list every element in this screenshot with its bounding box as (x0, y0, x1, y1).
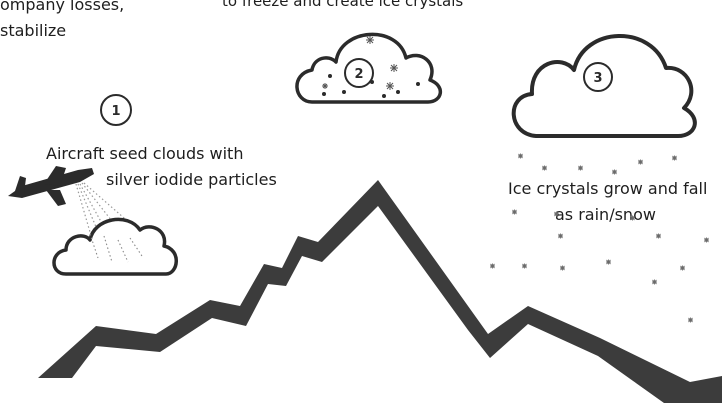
svg-text:1: 1 (111, 104, 120, 119)
mountain-icon (38, 180, 722, 403)
step1-badge: 1 (101, 95, 131, 125)
svg-text:2: 2 (354, 67, 363, 82)
step3-badge: 3 (584, 63, 612, 91)
snowflake-icon-field (490, 154, 709, 323)
step2-badge: 2 (345, 59, 373, 87)
svg-text:3: 3 (593, 71, 602, 86)
cloud-icon-step1 (54, 219, 176, 274)
